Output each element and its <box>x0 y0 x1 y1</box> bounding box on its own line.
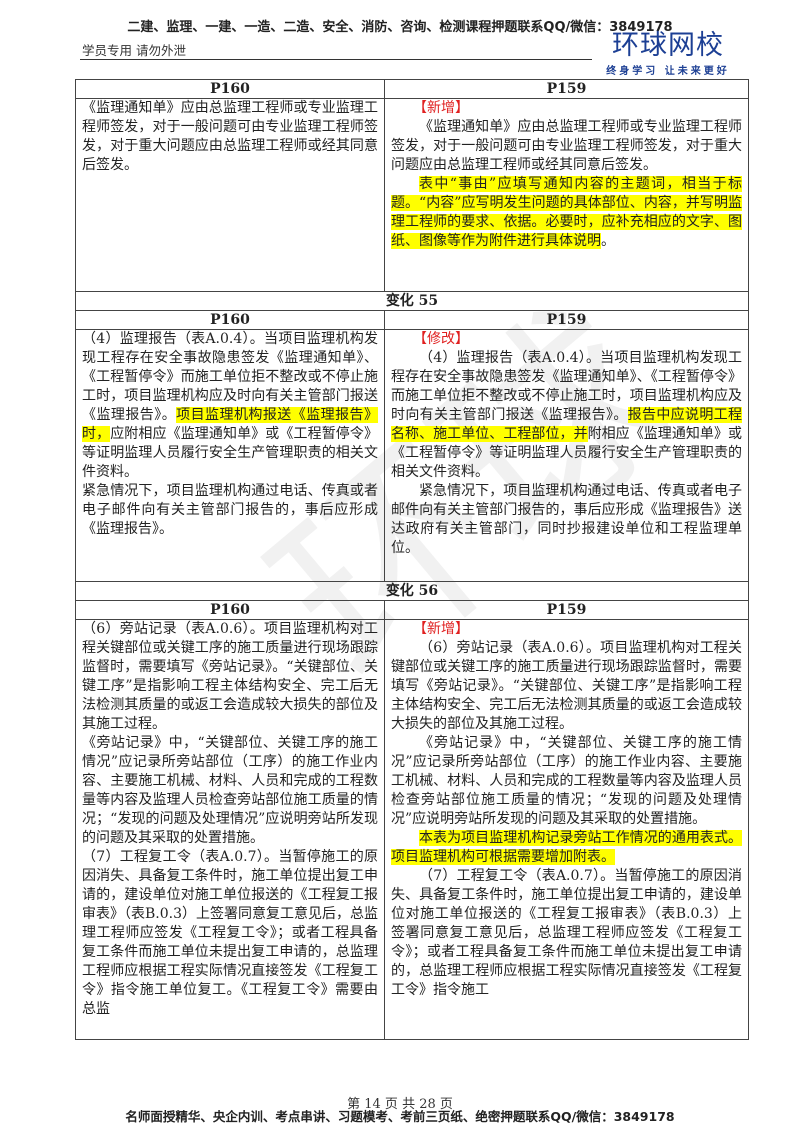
sec2-right: 【修改】 （4）监理报告（表A.0.4）。当项目监理机构发现工程存在安全事故隐患… <box>384 329 749 582</box>
text: （4）监理报告（表A.0.4）。当项目监理机构发现工程存在安全事故隐患签发《监理… <box>391 350 742 423</box>
header-divider <box>80 59 592 60</box>
col-header-right: P159 <box>384 310 749 330</box>
col-header-left: P160 <box>75 600 385 620</box>
tag-modified: 【修改】 <box>413 331 469 347</box>
header-ad: 二建、监理、一建、一造、二造、安全、消防、咨询、检测课程押题联系QQ/微信：38… <box>127 20 673 35</box>
tag-new: 【新增】 <box>413 100 469 116</box>
paragraph: （6）旁站记录（表A.0.6）。项目监理机构对工程关键部位或关键工序的施工质量进… <box>391 640 742 732</box>
paragraph: 《监理通知单》应由总监理工程师或专业监理工程师签发，对于一般问题可由专业监理工程… <box>82 100 378 173</box>
student-note: 学员专用 请勿外泄 <box>82 43 186 58</box>
logo-slogan: 终身学习 让未来更好 <box>606 66 730 77</box>
paragraph: （4）监理报告（表A.0.4）。当项目监理机构发现工程存在安全事故隐患签发《监理… <box>82 330 379 482</box>
col-header-left: P160 <box>75 79 385 99</box>
sec1-right: 【新增】 《监理通知单》应由总监理工程师或专业监理工程师签发，对于一般问题可由专… <box>384 98 749 292</box>
logo-text: 环球网校 <box>612 30 724 61</box>
paragraph: （4）监理报告（表A.0.4）。当项目监理机构发现工程存在安全事故隐患签发《监理… <box>391 349 743 482</box>
change-caption: 变化 56 <box>75 581 749 601</box>
paragraph: 紧急情况下，项目监理机构通过电话、传真或者电子邮件向有关主管部门报告的，事后应形… <box>82 483 378 537</box>
paragraph: 《旁站记录》中，“关键部位、关键工序的施工情况”应记录所旁站部位（工序）的施工作… <box>391 735 742 827</box>
page-number: 第 14 页 共 28 页 <box>347 1097 453 1112</box>
sec1-left: 《监理通知单》应由总监理工程师或专业监理工程师签发，对于一般问题可由专业监理工程… <box>75 98 385 292</box>
paragraph: （7）工程复工令（表A.0.7）。当暂停施工的原因消失、具备复工条件时，施工单位… <box>82 849 378 1017</box>
col-header-left: P160 <box>75 310 385 330</box>
paragraph: 紧急情况下，项目监理机构通过电话、传真或者电子邮件向有关主管部门报告的，事后应形… <box>391 483 742 556</box>
sec2-left: （4）监理报告（表A.0.4）。当项目监理机构发现工程存在安全事故隐患签发《监理… <box>75 329 385 582</box>
paragraph: 《监理通知单》应由总监理工程师或专业监理工程师签发，对于一般问题可由专业监理工程… <box>391 119 742 173</box>
sec3-right: 【新增】 （6）旁站记录（表A.0.6）。项目监理机构对工程关键部位或关键工序的… <box>384 619 749 1040</box>
tag-new: 【新增】 <box>413 621 469 637</box>
paragraph: 《旁站记录》中，“关键部位、关键工序的施工情况”应记录所旁站部位（工序）的施工作… <box>82 735 378 846</box>
text: 。 <box>601 233 615 249</box>
text: 附相应《监理通知单》或《工程暂停令》等证明监理人员履行安全生产管理职责的相关文件… <box>391 426 743 480</box>
paragraph: 表中“事由”应填写通知内容的主题词，相当于标题。“内容”应写明发生问题的具体部位… <box>391 175 742 251</box>
sec3-left: （6）旁站记录（表A.0.6）。项目监理机构对工程关键部位或关键工序的施工质量进… <box>75 619 385 1040</box>
col-header-right: P159 <box>384 600 749 620</box>
text: （4）监理报告（表A.0.4）。当项目监理机构发现工程存在安全事故隐患签发《监理… <box>82 331 378 423</box>
col-header-right: P159 <box>384 79 749 99</box>
text: 应附相应《监理通知单》或《工程暂停令》等证明监理人员履行安全生产管理职责的相关文… <box>82 426 379 480</box>
paragraph: （7）工程复工令（表A.0.7）。当暂停施工的原因消失、具备复工条件时，施工单位… <box>391 868 742 998</box>
highlight-text: 表中“事由”应填写通知内容的主题词，相当于标题。“内容”应写明发生问题的具体部位… <box>391 176 742 249</box>
change-caption: 变化 55 <box>75 291 749 311</box>
paragraph: 本表为项目监理机构记录旁站工作情况的通用表式。项目监理机构可根据需要增加附表。 <box>391 829 742 867</box>
footer-ad: 名师面授精华、央企内训、考点串讲、习题模考、考前三页纸、绝密押题联系QQ/微信：… <box>125 1109 675 1124</box>
paragraph: （6）旁站记录（表A.0.6）。项目监理机构对工程关键部位或关键工序的施工质量进… <box>82 621 378 732</box>
logo: 环球网校 终身学习 让未来更好 <box>598 30 738 77</box>
highlight-text: 本表为项目监理机构记录旁站工作情况的通用表式。项目监理机构可根据需要增加附表。 <box>391 830 742 865</box>
comparison-table: P160 P159 《监理通知单》应由总监理工程师或专业监理工程师签发，对于一般… <box>75 79 749 1040</box>
